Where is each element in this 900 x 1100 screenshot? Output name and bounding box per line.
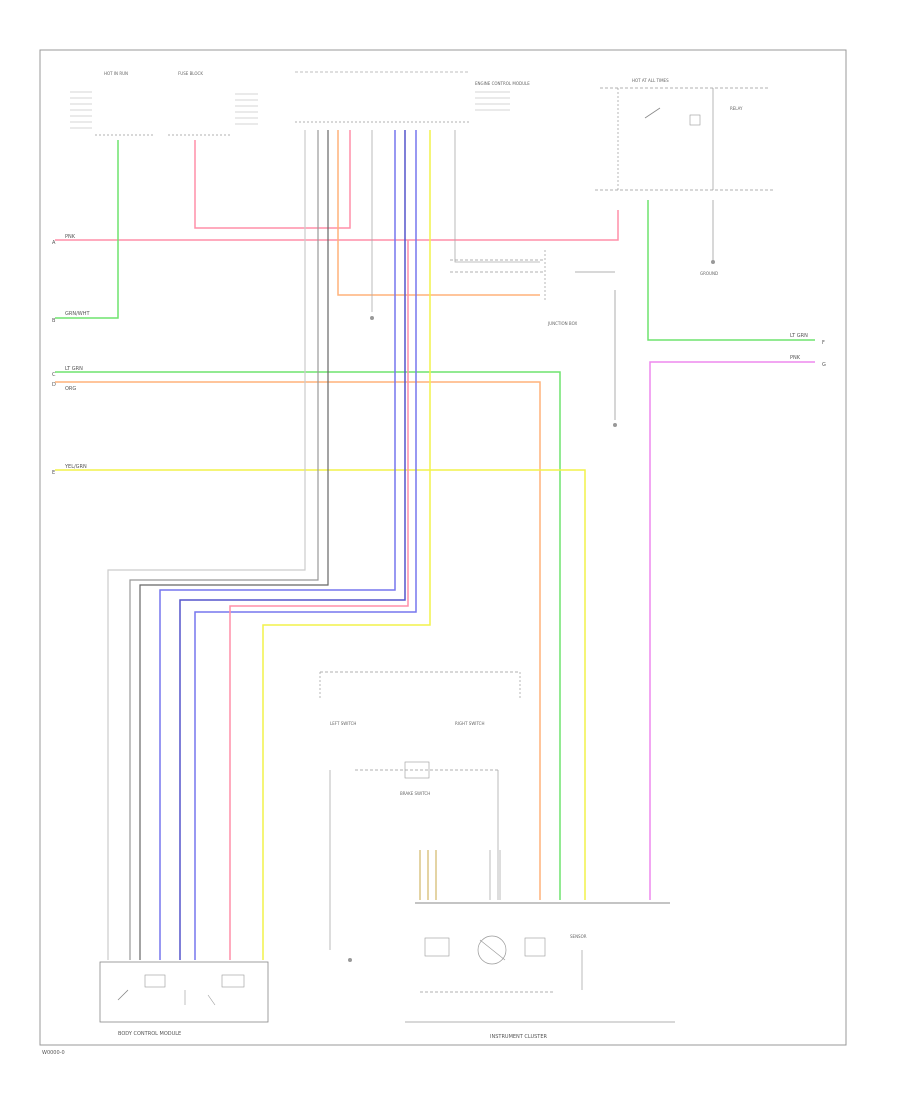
wire-org bbox=[55, 381, 541, 900]
wire-label-pnk: PNK bbox=[65, 234, 76, 240]
wire-label-lt-grn: LT GRN bbox=[65, 366, 83, 372]
wire-yel-grn bbox=[55, 469, 586, 900]
hazard-sensor-label: SENSOR bbox=[570, 934, 587, 939]
wire-grn-wht bbox=[55, 140, 119, 319]
node-b: B bbox=[52, 318, 56, 324]
wire-pnk bbox=[55, 210, 619, 241]
wire-label-pnk-right: PNK bbox=[790, 355, 801, 361]
left-switch-label: LEFT SWITCH bbox=[330, 721, 356, 726]
wire-org-junction bbox=[337, 130, 540, 296]
ground-label: GROUND bbox=[700, 271, 718, 276]
hot-label-left: HOT IN RUN bbox=[104, 71, 128, 76]
wire-blue-3 bbox=[194, 130, 417, 960]
wire-yellow-down bbox=[262, 130, 431, 960]
brake-switch-label: BRAKE SWITCH bbox=[400, 791, 430, 796]
node-g: G bbox=[822, 362, 826, 368]
top-left-fuse-block: HOT IN RUN FUSE BLOCK bbox=[70, 71, 258, 136]
top-right-relay-block: HOT AT ALL TIMES RELAY GROUND bbox=[595, 78, 775, 276]
wire-gray-1 bbox=[107, 130, 306, 960]
right-switch-label: RIGHT SWITCH bbox=[455, 721, 484, 726]
body-control-module: BODY CONTROL MODULE bbox=[99, 961, 269, 1037]
wire-blue-1 bbox=[159, 130, 396, 960]
engine-control-module-connector: ENGINE CONTROL MODULE bbox=[295, 71, 530, 123]
instrument-cluster-label: INSTRUMENT CLUSTER bbox=[490, 1034, 548, 1040]
node-e: E bbox=[52, 470, 55, 476]
hot-label-right: HOT AT ALL TIMES bbox=[632, 78, 669, 83]
wire-pink-down bbox=[229, 240, 409, 960]
node-c: C bbox=[52, 372, 56, 378]
wire-pnk-right bbox=[649, 361, 815, 900]
wire-label-yel-grn: YEL/GRN bbox=[64, 464, 87, 470]
fuse-label-left: FUSE BLOCK bbox=[178, 71, 203, 76]
wire-label-grn-wht: GRN/WHT bbox=[65, 311, 90, 317]
wire-gray-3 bbox=[139, 130, 329, 960]
junction-label: JUNCTION BOX bbox=[547, 321, 577, 326]
wire-gray-2 bbox=[129, 130, 319, 960]
wire-lt-grn-right bbox=[647, 200, 815, 341]
wire-label-lt-grn-right: LT GRN bbox=[790, 333, 808, 339]
wire-label-org: ORG bbox=[65, 386, 76, 392]
instrument-cluster: LEFT SWITCH RIGHT SWITCH BRAKE SWITCH IN… bbox=[319, 671, 675, 1040]
node-d: D bbox=[52, 382, 56, 388]
wire-lt-grn bbox=[55, 371, 561, 900]
node-a: A bbox=[52, 240, 56, 246]
node-f: F bbox=[822, 340, 825, 346]
footer-code: W0000-0 bbox=[42, 1050, 65, 1056]
diagram-frame bbox=[39, 49, 847, 1046]
junction-box: JUNCTION BOX bbox=[370, 250, 617, 427]
ecm-label: ENGINE CONTROL MODULE bbox=[475, 81, 530, 86]
bcm-label: BODY CONTROL MODULE bbox=[118, 1031, 181, 1037]
wire-blue-2 bbox=[179, 130, 406, 960]
relay-label: RELAY bbox=[730, 106, 743, 111]
